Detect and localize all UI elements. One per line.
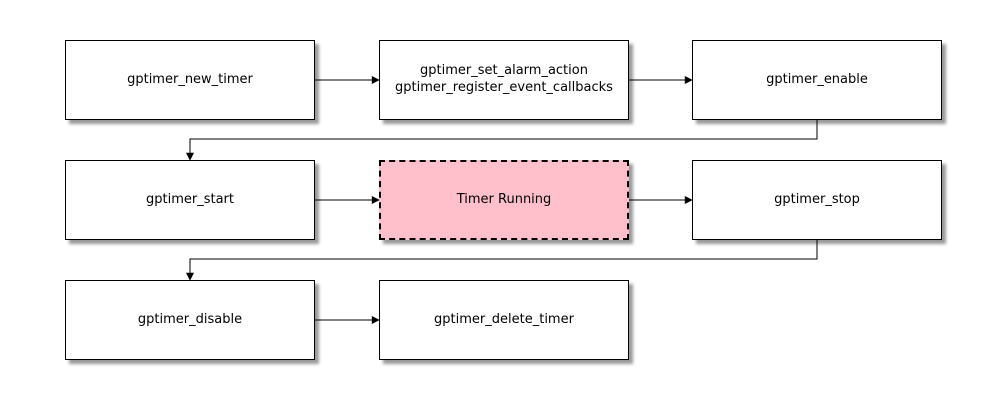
node-label: gptimer_enable [766, 71, 868, 87]
node-gptimer-delete-timer: gptimer_delete_timer [379, 280, 629, 360]
node-gptimer-enable: gptimer_enable [692, 40, 942, 120]
node-gptimer-stop: gptimer_stop [692, 160, 942, 240]
node-timer-running: Timer Running [379, 160, 629, 240]
edge-gptimer-stop-to-gptimer-disable [186, 240, 818, 281]
node-label: gptimer_disable [137, 311, 243, 327]
node-gptimer-new-timer: gptimer_new_timer [65, 40, 315, 120]
node-label: gptimer_start [146, 191, 234, 207]
node-label: gptimer_stop [774, 191, 860, 207]
node-label: gptimer_new_timer [127, 71, 253, 87]
node-label: gptimer_set_alarm_action [420, 63, 588, 79]
node-label: Timer Running [456, 191, 552, 207]
node-label: gptimer_register_event_callbacks [395, 80, 613, 95]
node-gptimer-disable: gptimer_disable [65, 280, 315, 360]
edge-gptimer-enable-to-gptimer-start [186, 120, 818, 161]
node-label: gptimer_delete_timer [434, 311, 574, 327]
node-gptimer-start: gptimer_start [65, 160, 315, 240]
